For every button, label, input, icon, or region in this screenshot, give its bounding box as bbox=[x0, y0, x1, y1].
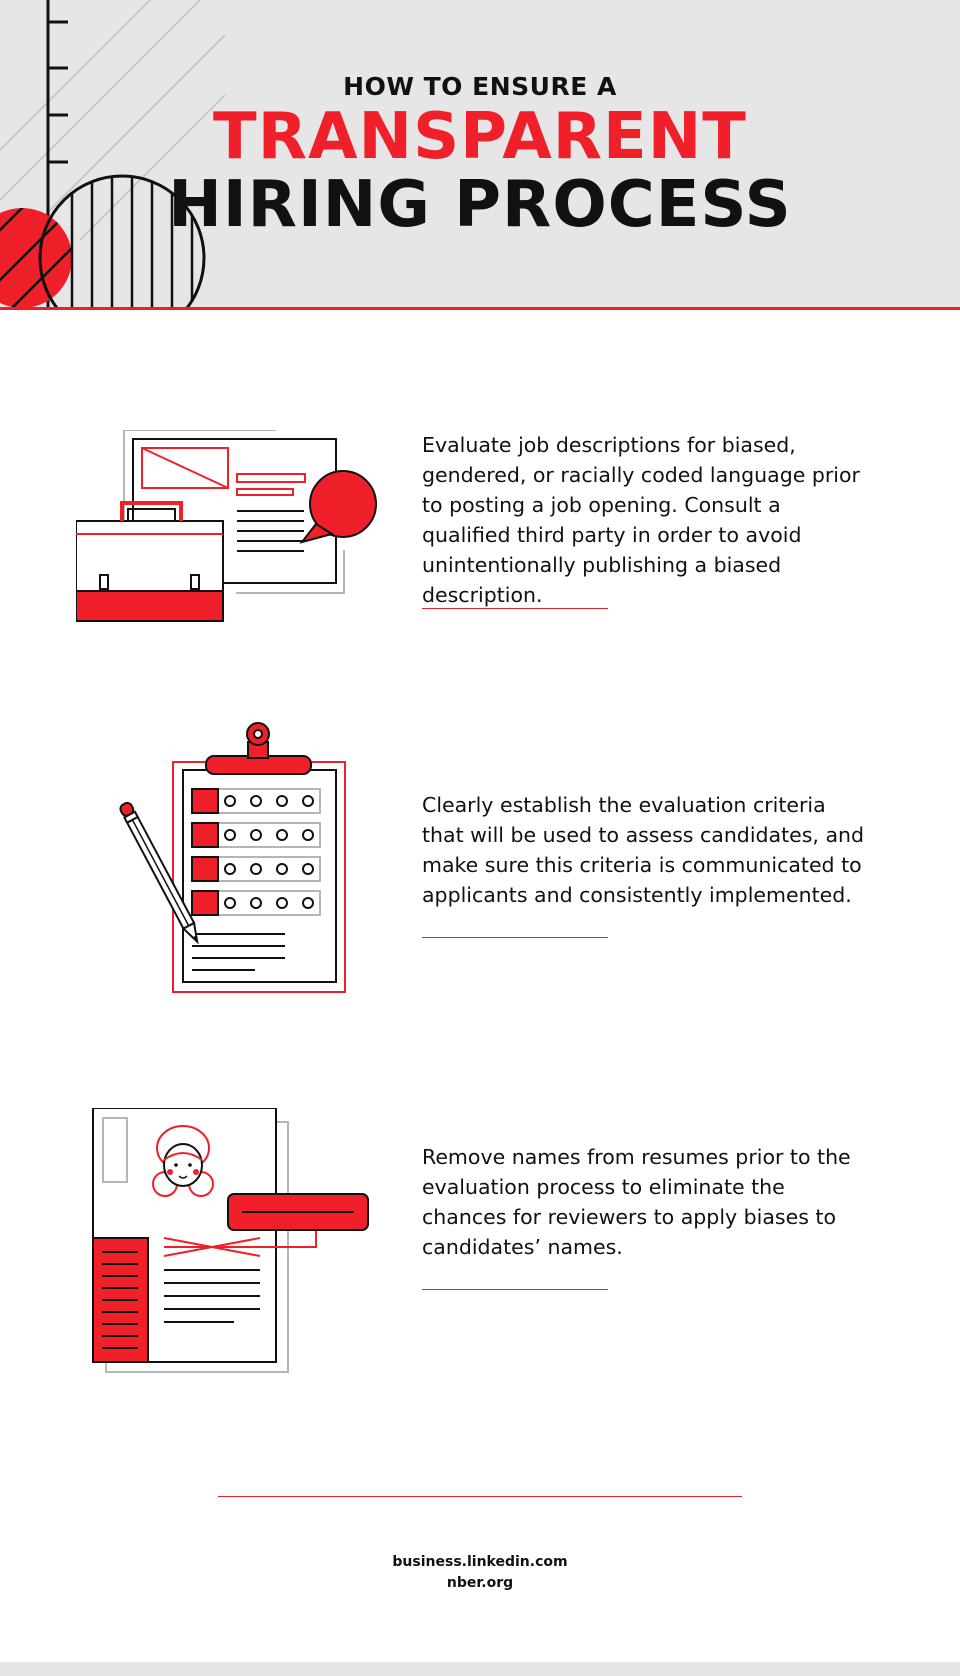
title-line-2: TRANSPARENT bbox=[213, 100, 747, 174]
header-decoration bbox=[0, 0, 226, 307]
section-divider bbox=[422, 937, 608, 938]
title-line-3: HIRING PROCESS bbox=[168, 168, 792, 242]
source-link-nber[interactable]: nber.org bbox=[446, 1575, 514, 1591]
header-banner: HOW TO ENSURE A TRANSPARENT HIRING PROCE… bbox=[0, 0, 960, 310]
section-text: Remove names from resumes prior to the e… bbox=[422, 1145, 851, 1259]
resume-redacted-icon bbox=[92, 1108, 369, 1373]
footer-divider bbox=[218, 1496, 742, 1497]
source-link-linkedin[interactable]: business.linkedin.com bbox=[392, 1554, 568, 1570]
clipboard-checklist-icon bbox=[119, 722, 346, 993]
title-line-1: HOW TO ENSURE A bbox=[343, 72, 617, 101]
bottom-strip bbox=[0, 1662, 960, 1676]
section-divider bbox=[422, 1289, 608, 1290]
section-text: Clearly establish the evaluation criteri… bbox=[422, 793, 865, 907]
briefcase-document-icon bbox=[76, 430, 377, 622]
section-text: Evaluate job descriptions for biased, ge… bbox=[422, 433, 860, 607]
section-divider bbox=[422, 608, 608, 609]
